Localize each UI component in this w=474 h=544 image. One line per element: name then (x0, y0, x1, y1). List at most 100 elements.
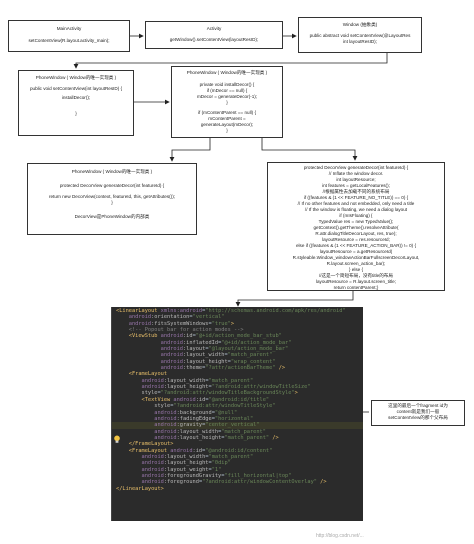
code-token: <FrameLayout (116, 447, 171, 454)
code-token: "@android:id/content" (205, 447, 273, 454)
code-token: :gravity (176, 422, 203, 429)
code-token: :id (195, 396, 206, 403)
box-line: installDecor(); (61, 95, 91, 100)
code-token: "horizontal" (214, 415, 254, 422)
code-row: <!-- Popout bar for action modes --> (112, 327, 363, 333)
code-token: "http://schemas.android.com/apk/res/andr… (205, 308, 346, 314)
code-line: //这是一个简短布局，没有title的布局 (318, 273, 393, 278)
code-token: :layout_weight (163, 466, 209, 473)
code-row: android:layout_height="match_parent" /> (112, 435, 363, 441)
code-token (116, 321, 129, 327)
code-line: R.attr.dialogTitleDecorLayout, res, true… (315, 231, 397, 236)
code-token: :layout_height (163, 384, 209, 391)
code-row: <ViewStub android:id="@+id/action_mode_b… (112, 333, 363, 339)
code-row: android:layout_height="0dip" (112, 460, 363, 466)
code-line: protected DecorView generateDecor(int fe… (303, 165, 409, 170)
code-token: android (154, 409, 177, 416)
code-row: <LinearLayout xmlns:android="http://sche… (112, 308, 363, 314)
code-token: "@layout/action_mode_bar" (208, 346, 289, 353)
lightbulb-icon[interactable] (113, 435, 121, 444)
code-token: = (202, 365, 206, 372)
box-line: return new DecorView(context, featureId,… (48, 194, 176, 199)
code-token: = (192, 333, 196, 340)
code-token (116, 416, 154, 422)
code-token: android (160, 352, 183, 359)
box-line: private void installDecor() { (199, 82, 255, 87)
code-row: android:foreground="?android:attr/window… (112, 479, 363, 485)
code-row: </LinearLayout> (112, 486, 363, 492)
code-token: :layout_height (182, 358, 228, 365)
code-token: = (221, 434, 225, 441)
code-token: :fitsSystemWindows (151, 320, 209, 327)
box-title: Activity (206, 26, 222, 31)
note-line: content就是我们一般 (396, 409, 440, 414)
code-row: android:inflatedId="@+id/action_mode_bar… (112, 340, 363, 346)
code-token: :layout_width (176, 428, 219, 435)
code-row: android:background="@null" (112, 410, 363, 416)
code-token: = (205, 377, 209, 384)
code-token: android (141, 479, 164, 486)
code-token: "?android:attr/windowTitleStyle" (173, 403, 276, 410)
generate-layout-box: protected DecorView generateDecor(int fe… (267, 162, 445, 291)
phone-window-installdecor-box: PhoneWindow ( Window的唯一实现类 ) private voi… (171, 66, 283, 138)
code-token (116, 435, 154, 441)
code-token: :theme (182, 365, 203, 372)
code-token: = (211, 409, 215, 416)
code-token (116, 460, 142, 466)
code-line: if (mIsFloating) { (339, 213, 373, 218)
code-token (116, 365, 161, 371)
box-title: PhoneWindow ( Window的唯一实现类 ) (71, 169, 153, 174)
code-token: "wrap_content" (230, 358, 276, 365)
code-token: :id (182, 333, 193, 340)
code-token: android (160, 346, 183, 353)
code-row: android:theme="?attr/actionBarTheme" /> (112, 365, 363, 371)
code-token: <!-- Popout bar for action modes --> (116, 327, 244, 334)
code-line: //根据属性去加载不同的系统布局 (322, 189, 390, 194)
code-token: android (160, 333, 183, 340)
box-line: if (mContentParent == null) { (198, 110, 256, 115)
code-token: /> (269, 434, 279, 441)
annotation-note: 这里的最后一个fragment id为 content就是我们一般 setCon… (371, 400, 465, 426)
code-token: = (202, 422, 206, 429)
code-row: android:layout="@layout/action_mode_bar" (112, 346, 363, 352)
code-line: layoutResource = res.resourceId; (322, 237, 390, 242)
code-row: android:layout_width="match_parent" (112, 454, 363, 460)
code-token: "0dip" (211, 460, 231, 467)
code-token (116, 378, 142, 384)
code-token: :layout_height (176, 434, 222, 441)
code-token: "?android:attr/windowContentOverlay" (202, 479, 317, 486)
code-line: // If the window is floating, we need a … (304, 207, 408, 212)
note-line: 这里的最后一个fragment id为 (388, 403, 448, 408)
code-token: :fadingEdge (176, 415, 212, 422)
code-token (116, 340, 161, 346)
code-line: else if ((features & (1 << FEATURE_ACTIO… (295, 243, 417, 248)
box-line: int layoutResID); (343, 39, 377, 44)
code-token: xmlns:android (160, 308, 203, 314)
main-activity-box: MainActivity setContentView(R.layout.act… (8, 20, 130, 52)
code-token: "true" (211, 320, 231, 327)
code-token: android (141, 472, 164, 479)
code-line: TypedValue res = new TypedValue(); (318, 219, 394, 224)
code-token: android (141, 384, 164, 391)
code-token: > (294, 390, 298, 397)
code-token: = (218, 428, 222, 435)
code-token (116, 422, 154, 428)
code-line: return contentParent;} (333, 285, 379, 290)
code-line: R.styleable.Window_windowActionBarFullsc… (292, 255, 420, 260)
code-token: "fill_horizontal|top" (224, 472, 292, 479)
code-token: android (173, 396, 196, 403)
box-title: PhoneWindow ( Window的唯一实现类 ) (35, 75, 117, 80)
code-token: "@null" (214, 409, 238, 416)
code-token: "match_parent" (224, 434, 270, 441)
code-token (116, 403, 154, 409)
code-token (116, 390, 142, 396)
code-token: = (189, 314, 193, 321)
code-token: /> (275, 365, 286, 372)
code-token: <TextView (116, 396, 174, 403)
activity-box: Activity getWindow().setContentView(layo… (145, 21, 283, 49)
code-token: <FrameLayout (116, 371, 168, 378)
code-token: android (154, 434, 177, 441)
box-line: } (75, 111, 77, 116)
box-line: mDecor = generateDecor(-1); (196, 94, 258, 99)
code-token: :layout_width (163, 453, 206, 460)
